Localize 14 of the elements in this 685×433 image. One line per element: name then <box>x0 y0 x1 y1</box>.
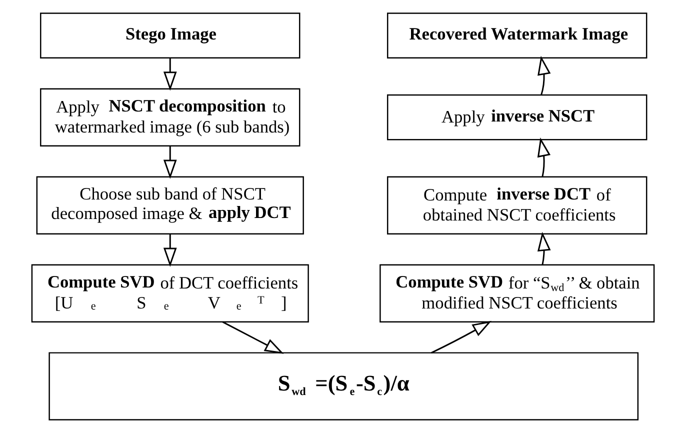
node-box: Choose sub band of NSCT decomposed image & apply DCT <box>36 176 304 234</box>
arrow <box>162 58 176 91</box>
arrow <box>536 138 550 177</box>
node-box: Stego Image <box>40 12 300 58</box>
arrow <box>162 234 176 267</box>
node-box: Compute inverse DCT of obtained NSCT coefficients <box>386 176 647 234</box>
arrow <box>537 56 550 96</box>
arrow <box>536 232 550 265</box>
arrow <box>222 321 284 354</box>
node-box: Recovered Watermark Image <box>386 12 647 58</box>
arrow <box>430 320 492 354</box>
arrow <box>162 146 176 179</box>
node-box: Apply NSCT decomposition to watermarked image (6 sub bands) <box>40 88 300 146</box>
node-box: Apply inverse NSCT <box>386 94 647 140</box>
